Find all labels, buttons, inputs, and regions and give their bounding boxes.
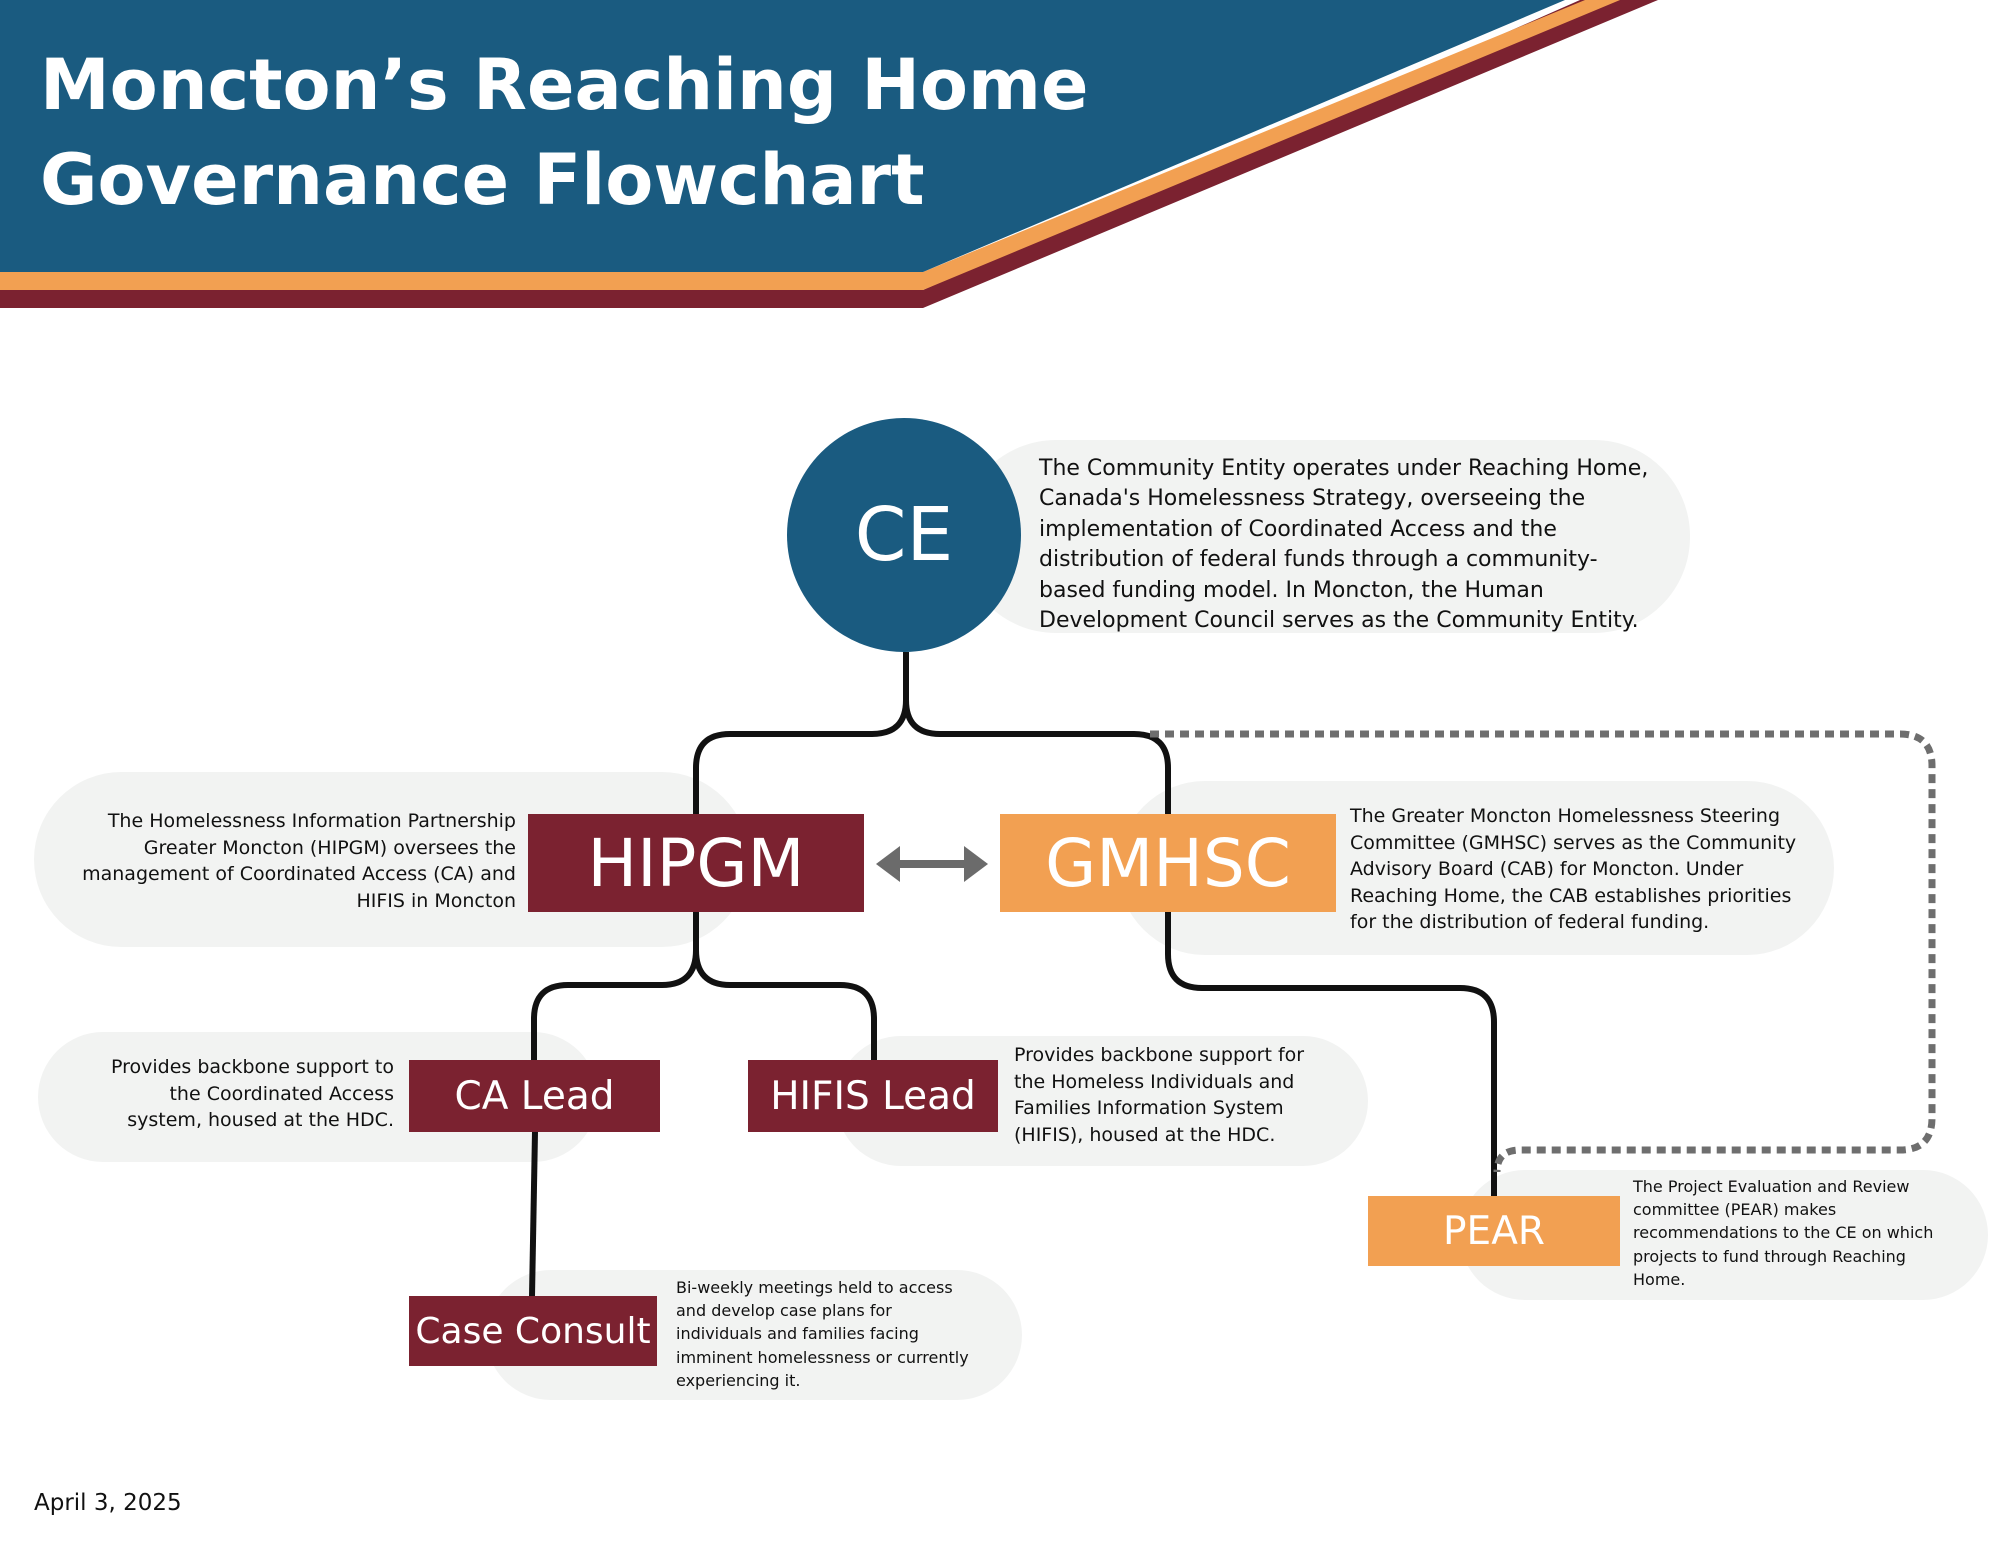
page-title-line-1: Moncton’s Reaching Home <box>40 44 1089 126</box>
ca-lead-description: Provides backbone support to the Coordin… <box>80 1054 394 1134</box>
case-consult-node-label: Case Consult <box>415 1310 651 1352</box>
pear-description-line: recommendations to the CE on which <box>1633 1223 1934 1243</box>
gmhsc-description-line: Committee (GMHSC) serves as the Communit… <box>1350 831 1797 854</box>
bidirectional-arrow-icon <box>876 846 988 882</box>
hipgm-description-line: The Homelessness Information Partnership <box>107 810 516 832</box>
ce-description-line: Development Council serves as the Commun… <box>1039 608 1639 634</box>
pear-node-label: PEAR <box>1443 1208 1545 1254</box>
document-date: April 3, 2025 <box>34 1490 182 1516</box>
gmhsc-description: The Greater Moncton Homelessness Steerin… <box>1350 803 1820 936</box>
gmhsc-description-line: for the distribution of federal funding. <box>1350 911 1710 934</box>
header-banner <box>0 0 1658 308</box>
hipgm-node-label: HIPGM <box>587 824 805 902</box>
pear-description: The Project Evaluation and Review commit… <box>1633 1175 1973 1291</box>
ca-lead-node-label: CA Lead <box>454 1073 615 1119</box>
ca-lead-description-line: the Coordinated Access <box>169 1082 394 1105</box>
case-consult-node: Case Consult <box>409 1296 657 1366</box>
gmhsc-to-pear-connector <box>1165 912 1497 1196</box>
hifis-lead-description-line: (HIFIS), housed at the HDC. <box>1014 1123 1276 1146</box>
hipgm-description: The Homelessness Information Partnership… <box>60 808 516 914</box>
hifis-lead-description-line: the Homeless Individuals and <box>1014 1070 1295 1093</box>
ca-lead-description-line: system, housed at the HDC. <box>127 1109 394 1132</box>
case-consult-description: Bi-weekly meetings held to access and de… <box>676 1276 1016 1392</box>
case-consult-description-line: experiencing it. <box>676 1370 801 1390</box>
ce-node: CE <box>787 418 1021 652</box>
hipgm-to-ca-lead-connector <box>531 912 699 1060</box>
banner-navy-block <box>0 0 1565 272</box>
page-title-line-2: Governance Flowchart <box>40 139 925 221</box>
ce-description-line: based funding model. In Moncton, the Hum… <box>1039 577 1544 603</box>
hifis-lead-description: Provides backbone support for the Homele… <box>1014 1042 1354 1148</box>
ce-description-line: distribution of federal funds through a … <box>1039 547 1598 573</box>
hipgm-to-hifis-lead-connector <box>693 949 877 1060</box>
pear-description-line: committee (PEAR) makes <box>1633 1200 1837 1220</box>
ce-description: The Community Entity operates under Reac… <box>1039 454 1679 636</box>
gmhsc-description-line: Reaching Home, the CAB establishes prior… <box>1350 884 1792 907</box>
hifis-lead-description-line: Families Information System <box>1014 1097 1284 1120</box>
hipgm-description-line: Greater Moncton (HIPGM) oversees the <box>143 836 516 859</box>
hipgm-node: HIPGM <box>528 814 864 912</box>
gmhsc-description-line: Advisory Board (CAB) for Moncton. Under <box>1350 858 1744 881</box>
ca-lead-to-case-consult-connector <box>529 1131 538 1297</box>
pear-description-line: The Project Evaluation and Review <box>1633 1177 1910 1196</box>
ce-description-line: Canada's Homelessness Strategy, overseei… <box>1039 486 1586 512</box>
hifis-lead-description-line: Provides backbone support for <box>1014 1044 1305 1066</box>
gmhsc-description-line: The Greater Moncton Homelessness Steerin… <box>1350 805 1781 827</box>
gmhsc-node-label: GMHSC <box>1045 824 1291 902</box>
ce-description-pill <box>960 440 1690 633</box>
ce-node-label: CE <box>854 492 954 578</box>
pear-description-line: Home. <box>1633 1269 1686 1289</box>
pear-description-line: projects to fund through Reaching <box>1633 1246 1906 1266</box>
ca-lead-description-line: Provides backbone support to <box>110 1056 394 1078</box>
hipgm-description-line: management of Coordinated Access (CA) an… <box>82 863 516 886</box>
pear-node: PEAR <box>1368 1196 1620 1266</box>
ca-lead-node: CA Lead <box>409 1060 660 1132</box>
hifis-lead-node: HIFIS Lead <box>748 1060 998 1132</box>
hifis-lead-node-label: HIFIS Lead <box>770 1073 976 1119</box>
pear-feedback-dotted-connector <box>1150 730 1936 1173</box>
case-consult-description-line: and develop case plans for <box>676 1301 892 1321</box>
gmhsc-node: GMHSC <box>1000 814 1336 912</box>
case-consult-description-line: imminent homelessness or currently <box>676 1347 969 1367</box>
ce-description-line: The Community Entity operates under Reac… <box>1039 456 1649 481</box>
ce-to-gmhsc-connector <box>903 699 1171 814</box>
case-consult-description-line: individuals and families facing <box>676 1324 919 1344</box>
hipgm-description-line: HIFIS in Moncton <box>356 889 516 912</box>
ce-to-hipgm-connector <box>693 652 909 814</box>
case-consult-description-line: Bi-weekly meetings held to access <box>676 1278 953 1297</box>
ce-description-line: implementation of Coordinated Access and… <box>1039 516 1557 542</box>
